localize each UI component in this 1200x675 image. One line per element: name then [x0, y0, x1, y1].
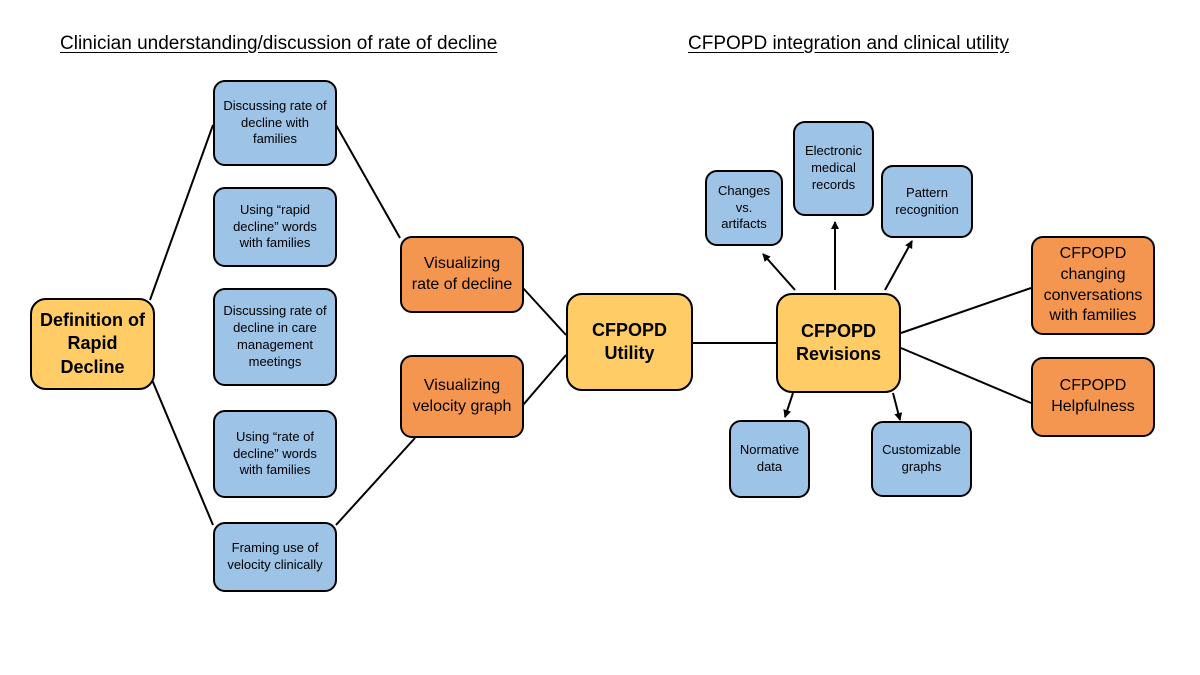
edge-definition-framing [149, 374, 214, 526]
framing-velocity-node: Framing use of velocity clinically [213, 522, 337, 592]
rate-words-label: Using “rate of decline” words with famil… [233, 428, 317, 478]
care-meetings-label: Discussing rate of decline in care manag… [223, 303, 327, 369]
arrow-to-pattern [884, 240, 913, 291]
changes-vs-artifacts-node: Changes vs. artifacts [705, 170, 783, 246]
pattern-recognition-node: Pattern recognition [881, 165, 973, 238]
customizable-graphs-node: Customizable graphs [871, 421, 972, 497]
normative-data-node: Normative data [729, 420, 810, 498]
helpfulness-label: CFPOPD Helpfulness [1051, 377, 1135, 415]
electronic-medical-records-node: Electronic medical records [793, 121, 874, 216]
edge-discussing-visualizing-rate [335, 124, 401, 239]
visualizing-velocity-label: Visualizing velocity graph [412, 376, 512, 415]
edge-revisions-helpfulness [900, 347, 1032, 404]
definition-label: Definition of Rapid Decline [40, 309, 145, 377]
left-section-heading: Clinician understanding/discussion of ra… [60, 33, 498, 54]
cfpopd-utility-node: CFPOPD Utility [566, 293, 693, 391]
rate-of-decline-words-node: Using “rate of decline” words with famil… [213, 410, 337, 498]
care-management-meetings-node: Discussing rate of decline in care manag… [213, 288, 337, 386]
changing-conversations-node: CFPOPD changing conversations with famil… [1031, 236, 1155, 335]
edge-definition-discussing [149, 124, 214, 301]
normative-label: Normative data [739, 442, 800, 474]
pattern-label: Pattern recognition [895, 184, 959, 217]
customizable-label: Customizable graphs [882, 442, 961, 474]
framing-velocity-label: Framing use of velocity clinically [227, 540, 323, 572]
visualizing-rate-label: Visualizing rate of decline [411, 254, 513, 293]
cfpopd-helpfulness-node: CFPOPD Helpfulness [1031, 357, 1155, 437]
cfpopd-revisions-node: CFPOPD Revisions [776, 293, 901, 393]
visualizing-velocity-node: Visualizing velocity graph [400, 355, 524, 438]
rapid-decline-words-label: Using “rapid decline” words with familie… [233, 201, 317, 251]
emr-label: Electronic medical records [804, 143, 863, 192]
edge-visualizing-velocity-utility [522, 354, 567, 406]
edge-revisions-conversations [900, 287, 1032, 334]
utility-label: CFPOPD Utility [591, 319, 667, 363]
edge-framing-visualizing-velocity [335, 437, 416, 526]
visualizing-rate-node: Visualizing rate of decline [400, 236, 524, 313]
conversations-label: CFPOPD changing conversations with famil… [1043, 244, 1143, 325]
definition-of-rapid-decline-node: Definition of Rapid Decline [30, 298, 155, 390]
changes-artifacts-label: Changes vs. artifacts [717, 182, 771, 232]
right-section-heading: CFPOPD integration and clinical utility [688, 33, 1010, 54]
rapid-decline-words-node: Using “rapid decline” words with familie… [213, 187, 337, 267]
arrow-to-normative [783, 392, 794, 418]
revisions-label: CFPOPD Revisions [795, 320, 882, 364]
edge-visualizing-rate-utility [522, 287, 567, 336]
arrow-to-changes-artifacts [762, 253, 796, 291]
discussing-families-label: Discussing rate of decline with families [223, 97, 327, 147]
arrow-to-customizable [892, 392, 903, 421]
discussing-rate-families-node: Discussing rate of decline with families [213, 80, 337, 166]
